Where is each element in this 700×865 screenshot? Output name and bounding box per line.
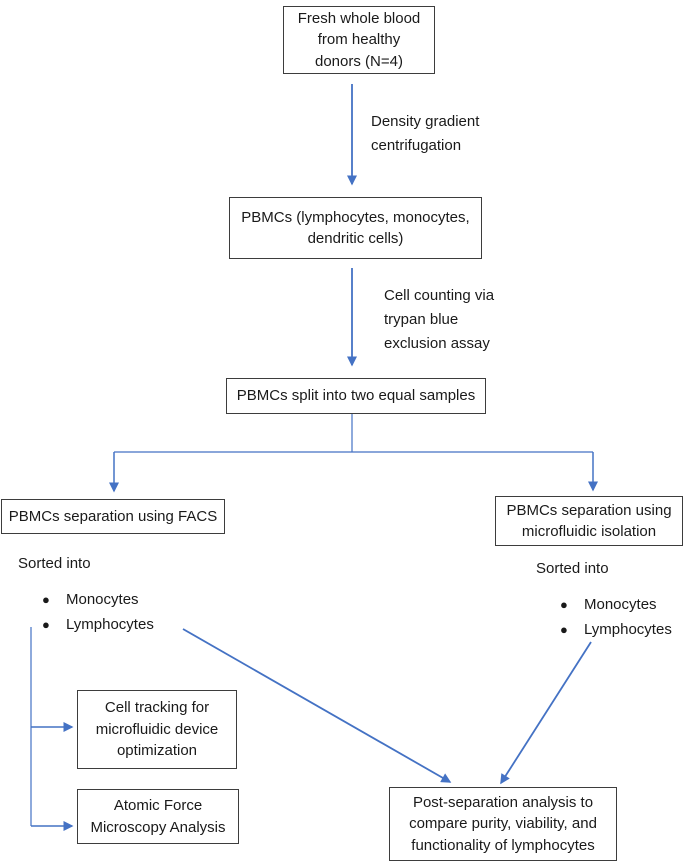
list-item: ● Monocytes [42, 587, 154, 612]
bullet-icon: ● [560, 597, 568, 612]
facs-sorted-list: Sorted into ● Monocytes ● Lymphocytes [18, 551, 154, 637]
list-item-label: Monocytes [584, 596, 657, 613]
sorted-items: ● Monocytes ● Lymphocytes [18, 587, 154, 637]
list-item: ● Monocytes [560, 592, 672, 617]
list-item-label: Lymphocytes [66, 616, 154, 633]
node-afm-analysis: Atomic Force Microscopy Analysis [77, 789, 239, 844]
node-facs-separation: PBMCs separation using FACS [1, 499, 225, 534]
sorted-into-title: Sorted into [536, 560, 609, 577]
microfluidic-sorted-list: Sorted into ● Monocytes ● Lymphocytes [536, 556, 672, 642]
list-item: ● Lymphocytes [560, 617, 672, 642]
node-fresh-whole-blood: Fresh whole blood from healthy donors (N… [283, 6, 435, 74]
node-microfluidic-separation: PBMCs separation using microfluidic isol… [495, 496, 683, 546]
node-post-separation-analysis: Post-separation analysis to compare puri… [389, 787, 617, 861]
list-item-label: Monocytes [66, 591, 139, 608]
bullet-icon: ● [42, 617, 50, 632]
sorted-items: ● Monocytes ● Lymphocytes [536, 592, 672, 642]
node-pbmcs: PBMCs (lymphocytes, monocytes, dendritic… [229, 197, 482, 259]
node-cell-tracking: Cell tracking for microfluidic device op… [77, 690, 237, 769]
list-item-label: Lymphocytes [584, 621, 672, 638]
edge-label-cell-counting: Cell counting via trypan blue exclusion … [384, 287, 495, 352]
bullet-icon: ● [42, 592, 50, 607]
sorted-into-title: Sorted into [18, 555, 91, 572]
bullet-icon: ● [560, 622, 568, 637]
edge-label-density-gradient: Density gradient centrifugation [371, 113, 480, 154]
arrow-microfluidic-sorted-to-post [500, 641, 592, 785]
list-item: ● Lymphocytes [42, 612, 154, 637]
node-pbmcs-split: PBMCs split into two equal samples [226, 378, 486, 414]
